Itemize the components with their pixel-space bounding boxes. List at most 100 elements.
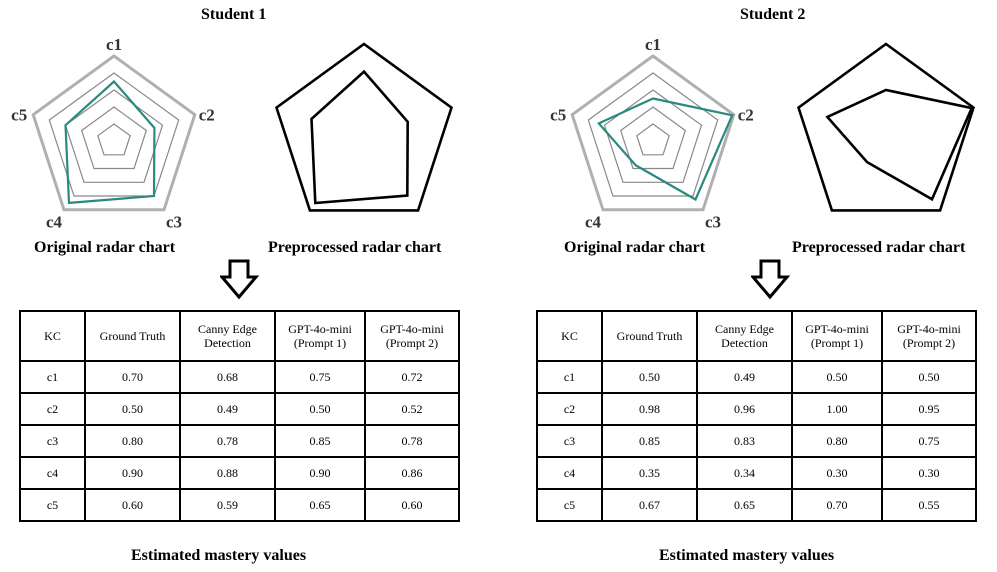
header-line: GPT-4o-mini (Prompt 1) [288,322,352,350]
radar-grid-ring [80,106,148,170]
original-radar-caption: Original radar chart [34,239,176,256]
table-cell: 0.59 [179,488,276,522]
preprocessed-outline [274,42,454,212]
table-cell: 0.50 [791,360,883,394]
header-line: Canny Edge Detection [198,322,257,350]
header-line: GPT-4o-mini (Prompt 1) [805,322,869,350]
radar-axis-label: c1 [645,35,661,54]
radar-axis-label: c4 [585,213,602,232]
table-row: c2 0.98 0.96 1.00 0.95 [536,392,977,426]
table-header-cell: GPT-4o-mini (Prompt 2) [881,310,977,362]
table-cell: c2 [19,392,86,426]
radar-axis-label: c5 [550,106,566,125]
radar-axis-label: c1 [106,35,122,54]
table-cell: 0.49 [179,392,276,426]
preprocessed-radar-caption: Preprocessed radar chart [268,239,442,256]
table-cell: 0.50 [601,360,698,394]
table-cell: 0.55 [881,488,977,522]
table-row: c3 0.85 0.83 0.80 0.75 [536,424,977,458]
table-cell: 0.80 [791,424,883,458]
table-row: c2 0.50 0.49 0.50 0.52 [19,392,460,426]
radar-axis-label: c3 [705,213,721,232]
radar-series-line [596,97,734,202]
radar-series-line [64,79,156,205]
table-cell: 0.72 [364,360,460,394]
table-cell: 0.34 [696,456,793,490]
table-cell: c1 [19,360,86,394]
preprocessed-series-line [825,88,974,202]
estimated-mastery-table: KC Ground Truth Canny Edge Detection GPT… [536,310,977,522]
table-cell: 0.86 [364,456,460,490]
table-header-row: KC Ground Truth Canny Edge Detection GPT… [536,310,977,362]
table-cell: 0.90 [84,456,181,490]
table-row: c5 0.60 0.59 0.65 0.60 [19,488,460,522]
table-cell: c3 [19,424,86,458]
table-row: c5 0.67 0.65 0.70 0.55 [536,488,977,522]
table-cell: 0.78 [364,424,460,458]
table-cell: c4 [19,456,86,490]
table-header-cell: GPT-4o-mini (Prompt 2) [364,310,460,362]
table-cell: 0.90 [274,456,366,490]
table-cell: 0.80 [84,424,181,458]
table-cell: 0.98 [601,392,698,426]
preprocessed-radar-chart [796,42,976,212]
table-header-cell: Ground Truth [601,310,698,362]
table-cell: 0.70 [791,488,883,522]
down-arrow-icon [751,259,791,300]
table-header-cell: Canny Edge Detection [696,310,793,362]
radar-axis-label: c2 [738,106,754,125]
table-cell: 0.65 [274,488,366,522]
table-cell: c4 [536,456,603,490]
radar-grid-ring [603,89,703,183]
table-row: c1 0.70 0.68 0.75 0.72 [19,360,460,394]
table-cell: 0.67 [601,488,698,522]
preprocessed-outline [796,42,976,212]
table-cell: 0.85 [601,424,698,458]
original-radar-chart: c1 c2 c3 c4 c5 [550,35,754,232]
preprocessed-radar-caption: Preprocessed radar chart [792,239,966,256]
table-cell: 0.65 [696,488,793,522]
radar-grid-ring [636,123,670,156]
table-cell: 0.60 [364,488,460,522]
table-cell: 0.35 [601,456,698,490]
radar-grid-ring [97,123,131,156]
table-cell: c5 [19,488,86,522]
table-header-cell: Canny Edge Detection [179,310,276,362]
table-cell: c2 [536,392,603,426]
table-header-cell: KC [536,310,603,362]
table-cell: 0.68 [179,360,276,394]
preprocessed-radar-chart [274,42,454,212]
table-header-row: KC Ground Truth Canny Edge Detection GPT… [19,310,460,362]
table-cell: 1.00 [791,392,883,426]
radar-grid-ring [619,106,687,170]
table-header-cell: GPT-4o-mini (Prompt 1) [274,310,366,362]
radar-frame [570,54,736,212]
table-cell: 0.75 [274,360,366,394]
table-cell: 0.60 [84,488,181,522]
table-cell: 0.83 [696,424,793,458]
table-cell: 0.50 [274,392,366,426]
preprocessed-series-line [310,69,410,205]
table-cell: 0.30 [791,456,883,490]
table-cell: 0.30 [881,456,977,490]
down-arrow-icon [220,259,260,300]
student-2-radar-figures: c1 c2 c3 c4 c5 [550,35,976,232]
table-cell: c3 [536,424,603,458]
header-line: GPT-4o-mini (Prompt 2) [380,322,444,350]
table-header-cell: GPT-4o-mini (Prompt 1) [791,310,883,362]
table-row: c1 0.50 0.49 0.50 0.50 [536,360,977,394]
table-cell: 0.85 [274,424,366,458]
table-cell: 0.96 [696,392,793,426]
table-cell: c5 [536,488,603,522]
radar-axis-label: c2 [199,106,215,125]
table-row: c3 0.80 0.78 0.85 0.78 [19,424,460,458]
table-cell: 0.88 [179,456,276,490]
student-title: Student 2 [740,6,806,23]
header-line: GPT-4o-mini (Prompt 2) [897,322,961,350]
radar-axis-label: c5 [11,106,27,125]
table-caption: Estimated mastery values [659,547,835,564]
table-cell: c1 [536,360,603,394]
